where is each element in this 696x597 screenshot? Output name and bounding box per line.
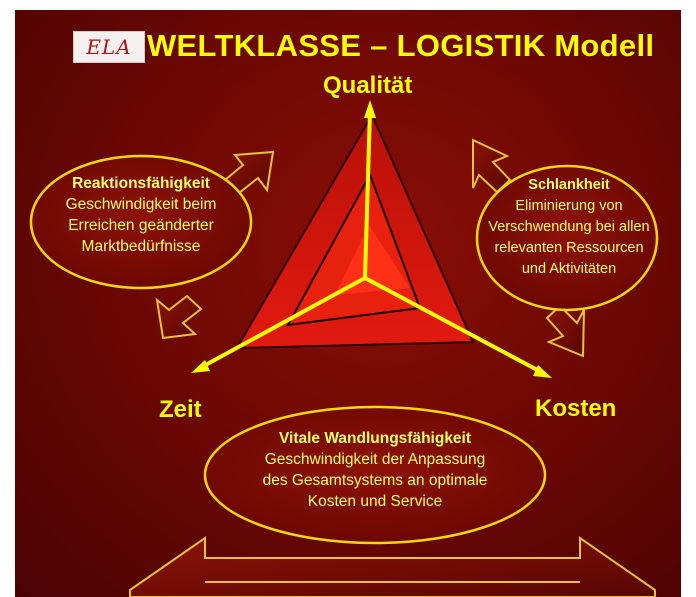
schlankheit-line: und Aktivitäten [521, 261, 617, 277]
wandlungsfaehigkeit-heading: Vitale Wandlungsfähigkeit [278, 430, 472, 447]
model-diagram [29, 100, 659, 597]
schlankheit-line: Verschwendung bei allen [488, 219, 650, 235]
reaktionsfaehigkeit-line: Erreichen geänderter [68, 217, 214, 234]
wandlungsfaehigkeit-line: Kosten und Service [307, 493, 443, 510]
axis-lines [191, 100, 552, 378]
schlankheit-text: Schlankheit Eliminierung von Verschwendu… [481, 175, 657, 280]
schlankheit-ellipse [475, 164, 659, 312]
reaktionsfaehigkeit-text: Reaktionsfähigkeit Geschwindigkeit beim … [41, 173, 241, 257]
reaktionsfaehigkeit-line: Marktbedürfnisse [81, 238, 201, 255]
schlankheit-line: relevanten Ressourcen [494, 240, 644, 256]
axis-label-qualitaet: Qualität [323, 72, 413, 99]
right-curved-arrow-icon [472, 138, 585, 358]
reaktionsfaehigkeit-heading: Reaktionsfähigkeit [72, 175, 210, 192]
wandlungsfaehigkeit-ellipse [203, 405, 547, 545]
axis-label-kosten: Kosten [535, 395, 617, 422]
reaktionsfaehigkeit-ellipse [29, 154, 253, 290]
axis-label-zeit: Zeit [159, 396, 202, 423]
wandlungsfaehigkeit-line: des Gesamtsystems an optimale [262, 472, 488, 489]
quality-triangle-core [335, 225, 410, 295]
double-arrow-icon [129, 536, 656, 597]
page-title: WELTKLASSE – LOGISTIK Modell [147, 28, 655, 63]
left-curved-arrow-icon [155, 150, 275, 340]
schlankheit-heading: Schlankheit [528, 177, 610, 193]
slide: ELA WELTKLASSE – LOGISTIK Modell Qualitä… [15, 10, 681, 597]
reaktionsfaehigkeit-line: Geschwindigkeit beim [65, 196, 217, 213]
ela-logo: ELA [73, 31, 145, 63]
wandlungsfaehigkeit-text: Vitale Wandlungsfähigkeit Geschwindigkei… [230, 428, 520, 512]
schlankheit-line: Eliminierung von [515, 198, 623, 214]
wandlungsfaehigkeit-line: Geschwindigkeit der Anpassung [264, 451, 486, 468]
